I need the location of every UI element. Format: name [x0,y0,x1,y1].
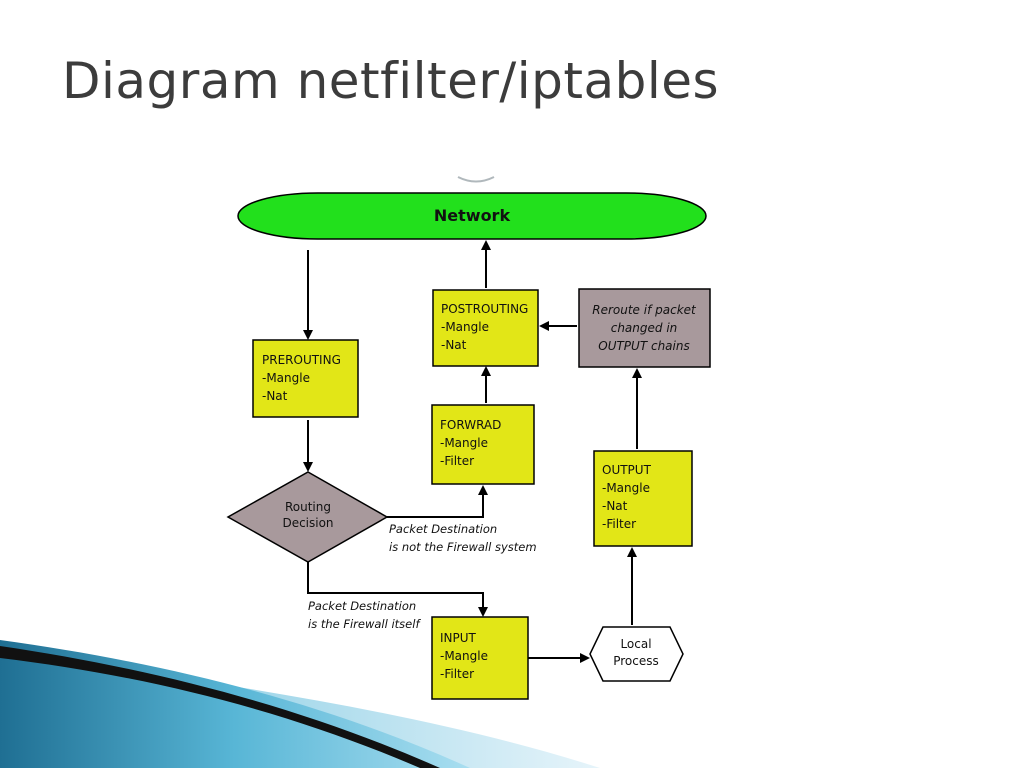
reroute-line: changed in [611,321,678,335]
reroute-line: OUTPUT chains [598,339,689,353]
network-ellipse [237,192,707,240]
note-not-firewall-line: Packet Destination [389,522,497,536]
routing-decision-line: Decision [282,516,333,530]
input-line: -Mangle [440,649,488,663]
input-title: INPUT [440,631,477,645]
forward-title: FORWRAD [440,418,501,432]
network-label: Network [434,206,511,225]
reroute-box: Reroute if packet changed in OUTPUT chai… [578,288,711,368]
routing-decision-line: Routing [285,500,331,514]
output-line: -Nat [602,499,628,513]
postrouting-title: POSTROUTING [441,302,528,316]
postrouting-line: -Nat [441,338,467,352]
output-title: OUTPUT [602,463,652,477]
corner-swoosh-decoration [0,640,600,768]
postrouting-line: -Mangle [441,320,489,334]
slide-title: Diagram netfilter/iptables [62,52,720,110]
local-process-line: Process [613,654,659,668]
arrow-routing-to-forward [387,485,488,518]
forward-line: -Filter [440,454,474,468]
postrouting-box: POSTROUTING -Mangle -Nat [432,289,539,367]
input-line: -Filter [440,667,474,681]
arrow-routing-to-input [307,562,488,617]
note-firewall-itself-line: is the Firewall itself [308,617,421,631]
forward-line: -Mangle [440,436,488,450]
input-box: INPUT -Mangle -Filter [431,616,529,700]
forward-box: FORWRAD -Mangle -Filter [431,404,535,485]
local-process-line: Local [620,637,651,651]
output-box: OUTPUT -Mangle -Nat -Filter [593,450,693,547]
prerouting-line: -Mangle [262,371,310,385]
routing-decision-diamond: Routing Decision [226,471,389,563]
output-line: -Filter [602,517,636,531]
reroute-line: Reroute if packet [592,303,697,317]
local-process-hexagon: Local Process [589,626,684,682]
flow-arrows [303,240,642,663]
network-node: Network [237,192,707,240]
prerouting-title: PREROUTING [262,353,341,367]
top-ornament [457,176,495,183]
note-not-firewall-line: is not the Firewall system [389,540,537,554]
prerouting-line: -Nat [262,389,288,403]
note-firewall-itself-line: Packet Destination [308,599,416,613]
prerouting-box: PREROUTING -Mangle -Nat [252,339,359,418]
output-line: -Mangle [602,481,650,495]
